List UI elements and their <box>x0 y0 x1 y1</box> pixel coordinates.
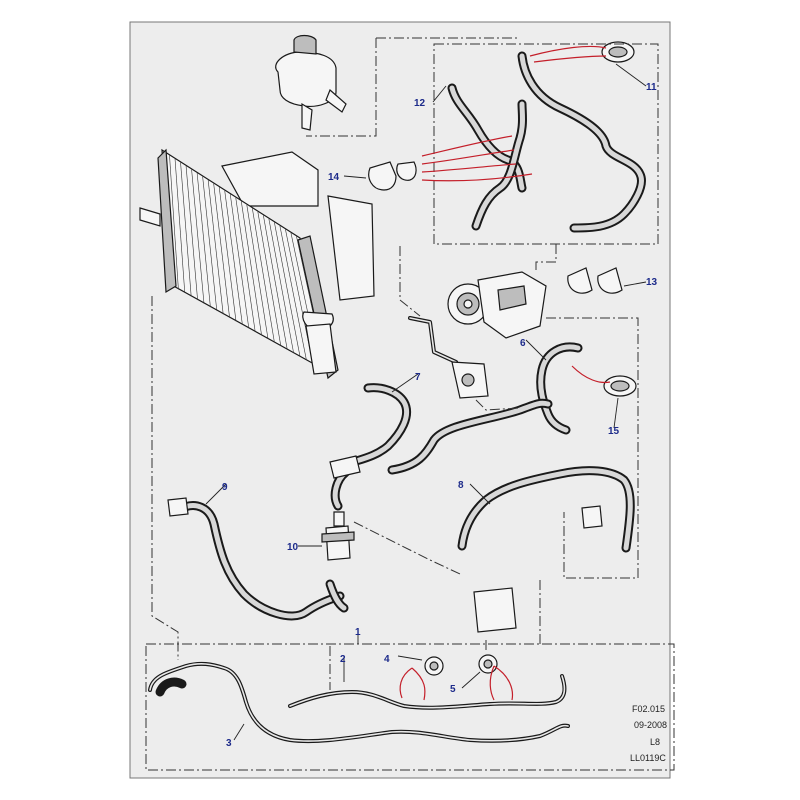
water-pump <box>447 271 547 339</box>
expansion-tank <box>275 34 347 131</box>
radiator-fin <box>235 197 256 332</box>
radiator-fin <box>252 208 275 343</box>
radiator-fin <box>169 155 179 290</box>
reference-codes: F02.015 09-2008 L8 LL0119C <box>630 704 667 763</box>
clamps <box>167 41 637 529</box>
lower-pipes <box>148 661 570 744</box>
radiator-fin <box>229 194 250 329</box>
radiator-fin <box>279 225 307 360</box>
radiator-assembly <box>139 148 375 380</box>
radiator-fin <box>180 162 192 297</box>
callout-15: 15 <box>608 426 620 437</box>
radiator-fin <box>224 190 243 325</box>
radiator-fin <box>268 218 294 353</box>
callout-8: 8 <box>458 480 464 491</box>
hoses <box>173 51 646 621</box>
radiator-fin <box>263 215 288 350</box>
radiator-fin <box>218 187 237 322</box>
radiator-fin <box>202 176 218 311</box>
callout-6: 6 <box>520 338 526 349</box>
figure-code: F02.015 <box>632 704 665 714</box>
callout-13: 13 <box>646 277 658 288</box>
callout-5: 5 <box>450 684 456 695</box>
radiator-fin <box>246 204 269 339</box>
drawing-code: LL0119C <box>630 753 666 763</box>
guide-lines <box>145 37 675 771</box>
callout-14: 14 <box>328 172 340 183</box>
red-group-lines <box>399 45 611 701</box>
callout-9: 9 <box>222 482 228 493</box>
radiator-fin <box>274 222 301 357</box>
radiator-fin <box>191 169 205 304</box>
radiator-fin <box>213 183 230 318</box>
radiator-fin <box>174 159 186 294</box>
callout-12: 12 <box>414 98 426 109</box>
callout-numbers: 1 2 3 4 5 6 7 8 9 10 11 12 13 14 15 <box>222 82 658 749</box>
callout-11: 11 <box>646 82 657 93</box>
variant-code: L8 <box>650 737 660 747</box>
coolant-filter <box>321 511 355 561</box>
callout-2: 2 <box>340 654 346 665</box>
callout-3: 3 <box>226 738 232 749</box>
radiator-fin <box>196 173 211 308</box>
radiator-fin <box>240 201 262 336</box>
callout-1: 1 <box>355 627 361 638</box>
date-code: 09-2008 <box>634 720 667 730</box>
radiator-fin <box>185 166 198 301</box>
callout-7: 7 <box>415 372 421 383</box>
radiator-fin <box>257 211 282 346</box>
heater-pipe-assembly <box>408 316 489 399</box>
radiator-fin <box>207 180 224 315</box>
leader-lines <box>205 63 647 741</box>
callout-4: 4 <box>384 654 390 665</box>
callout-10: 10 <box>287 542 299 553</box>
